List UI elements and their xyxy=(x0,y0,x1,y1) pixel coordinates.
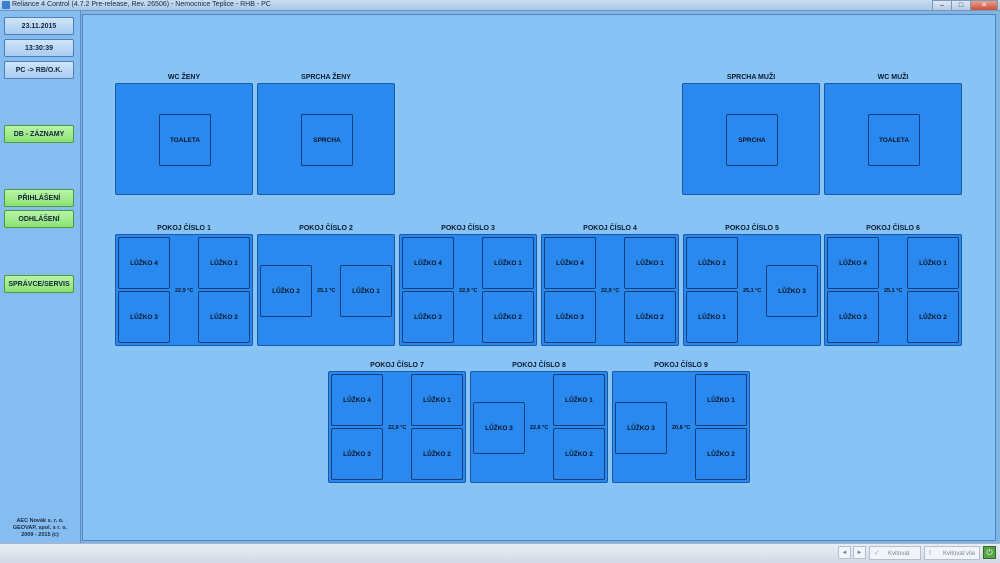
room-title: POKOJ ČÍSLO 8 xyxy=(512,362,566,369)
bed-tile[interactable]: LŮŽKO 2 xyxy=(198,291,250,343)
facility-title: WC MUŽI xyxy=(877,74,909,81)
acknowledge-all-label: Kvitovat vše xyxy=(943,551,976,557)
room-9[interactable]: LŮŽKO 3 LŮŽKO 1 LŮŽKO 2 20,8 °C xyxy=(612,371,750,483)
temperature-readout: 25,1 °C xyxy=(743,288,762,294)
bed-tile[interactable]: LŮŽKO 2 xyxy=(482,291,534,343)
room-title: POKOJ ČÍSLO 1 xyxy=(157,225,211,232)
toilet-tile[interactable]: TOALETA xyxy=(159,114,211,166)
minimize-button[interactable]: – xyxy=(932,0,952,11)
bed-tile[interactable]: LŮŽKO 2 xyxy=(624,291,676,343)
logout-button[interactable]: ODHLÁŠENÍ xyxy=(4,210,74,228)
bed-tile[interactable]: LŮŽKO 4 xyxy=(118,237,170,289)
acknowledge-label: Kvitovat xyxy=(888,551,910,557)
connection-status: PC -> RB/O.K. xyxy=(4,61,74,79)
alarm-icon: ! xyxy=(929,550,931,557)
bed-tile[interactable]: LŮŽKO 1 xyxy=(695,374,747,426)
room-title: POKOJ ČÍSLO 2 xyxy=(299,225,353,232)
bed-tile[interactable]: LŮŽKO 3 xyxy=(473,402,525,454)
bed-tile[interactable]: LŮŽKO 3 xyxy=(766,265,818,317)
room-1[interactable]: LŮŽKO 4 LŮŽKO 1 LŮŽKO 3 LŮŽKO 2 22,9 °C xyxy=(115,234,253,346)
temperature-readout: 20,8 °C xyxy=(672,425,691,431)
window-controls: – □ ✕ xyxy=(932,0,998,11)
checkmark-icon: ✓ xyxy=(874,550,880,557)
facility-title: SPRCHA MUŽI xyxy=(726,74,776,81)
facility-title: SPRCHA ŽENY xyxy=(301,74,351,81)
bed-tile[interactable]: LŮŽKO 3 xyxy=(615,402,667,454)
temperature-readout: 25,1 °C xyxy=(884,288,903,294)
room-8[interactable]: LŮŽKO 3 LŮŽKO 1 LŮŽKO 2 22,6 °C xyxy=(470,371,608,483)
facility-wc-men[interactable]: TOALETA xyxy=(824,83,962,195)
db-records-button[interactable]: DB - ZÁZNAMY xyxy=(4,125,74,143)
temperature-readout: 22,9 °C xyxy=(388,425,407,431)
bed-tile[interactable]: LŮŽKO 1 xyxy=(907,237,959,289)
footer-copyright: 2009 - 2015 (c) xyxy=(21,532,59,538)
room-title: POKOJ ČÍSLO 9 xyxy=(654,362,708,369)
window-title: Reliance 4 Control (4.7.2 Pre-release, R… xyxy=(12,1,271,8)
room-6[interactable]: LŮŽKO 4 LŮŽKO 1 LŮŽKO 3 LŮŽKO 2 25,1 °C xyxy=(824,234,962,346)
bed-tile[interactable]: LŮŽKO 3 xyxy=(402,291,454,343)
temperature-readout: 25,1 °C xyxy=(317,288,336,294)
room-title: POKOJ ČÍSLO 3 xyxy=(441,225,495,232)
room-title: POKOJ ČÍSLO 6 xyxy=(866,225,920,232)
facility-shower-men[interactable]: SPRCHA xyxy=(682,83,820,195)
status-bar: ◄ ► ✓ Kvitovat ! Kvitovat vše ⏻ xyxy=(0,543,1000,563)
room-3[interactable]: LŮŽKO 4 LŮŽKO 1 LŮŽKO 3 LŮŽKO 2 22,9 °C xyxy=(399,234,537,346)
acknowledge-all-button[interactable]: ! Kvitovat vše xyxy=(924,546,980,560)
room-title: POKOJ ČÍSLO 5 xyxy=(725,225,779,232)
title-bar: Reliance 4 Control (4.7.2 Pre-release, R… xyxy=(0,0,1000,11)
close-button[interactable]: ✕ xyxy=(970,0,998,11)
bed-tile[interactable]: LŮŽKO 1 xyxy=(482,237,534,289)
bed-tile[interactable]: LŮŽKO 4 xyxy=(331,374,383,426)
bed-tile[interactable]: LŮŽKO 3 xyxy=(118,291,170,343)
room-title: POKOJ ČÍSLO 7 xyxy=(370,362,424,369)
footer-company-1: AEC Novák s. r. o. xyxy=(16,518,64,524)
bed-tile[interactable]: LŮŽKO 3 xyxy=(827,291,879,343)
bed-tile[interactable]: LŮŽKO 4 xyxy=(402,237,454,289)
facility-title: WC ŽENY xyxy=(167,74,201,81)
temperature-readout: 22,9 °C xyxy=(175,288,194,294)
floor-plan: WC ŽENY TOALETA SPRCHA ŽENY SPRCHA SPRCH… xyxy=(82,14,996,541)
admin-service-button[interactable]: SPRÁVCE/SERVIS xyxy=(4,275,74,293)
maximize-button[interactable]: □ xyxy=(951,0,971,11)
footer-company-2: GEOVAP, spol. s r. o. xyxy=(12,525,68,531)
bed-tile[interactable]: LŮŽKO 1 xyxy=(340,265,392,317)
time-display: 13:30:39 xyxy=(4,39,74,57)
bed-tile[interactable]: LŮŽKO 3 xyxy=(331,428,383,480)
bed-tile[interactable]: LŮŽKO 2 xyxy=(907,291,959,343)
date-display: 23.11.2015 xyxy=(4,17,74,35)
bed-tile[interactable]: LŮŽKO 4 xyxy=(544,237,596,289)
bed-tile[interactable]: LŮŽKO 2 xyxy=(553,428,605,480)
next-alarm-button[interactable]: ► xyxy=(853,546,866,559)
temperature-readout: 22,9 °C xyxy=(601,288,620,294)
bed-tile[interactable]: LŮŽKO 1 xyxy=(553,374,605,426)
bed-tile[interactable]: LŮŽKO 2 xyxy=(260,265,312,317)
bed-tile[interactable]: LŮŽKO 4 xyxy=(827,237,879,289)
sidebar: 23.11.2015 13:30:39 PC -> RB/O.K. DB - Z… xyxy=(0,11,81,543)
app-icon xyxy=(2,1,10,9)
room-2[interactable]: LŮŽKO 2 LŮŽKO 1 25,1 °C xyxy=(257,234,395,346)
shower-tile[interactable]: SPRCHA xyxy=(726,114,778,166)
room-4[interactable]: LŮŽKO 4 LŮŽKO 1 LŮŽKO 3 LŮŽKO 2 22,9 °C xyxy=(541,234,679,346)
bed-tile[interactable]: LŮŽKO 1 xyxy=(624,237,676,289)
room-7[interactable]: LŮŽKO 4 LŮŽKO 1 LŮŽKO 3 LŮŽKO 2 22,9 °C xyxy=(328,371,466,483)
temperature-readout: 22,6 °C xyxy=(530,425,549,431)
bed-tile[interactable]: LŮŽKO 1 xyxy=(686,291,738,343)
toilet-tile[interactable]: TOALETA xyxy=(868,114,920,166)
bed-tile[interactable]: LŮŽKO 2 xyxy=(411,428,463,480)
prev-alarm-button[interactable]: ◄ xyxy=(838,546,851,559)
exit-icon[interactable]: ⏻ xyxy=(983,546,996,559)
room-title: POKOJ ČÍSLO 4 xyxy=(583,225,637,232)
room-5[interactable]: LŮŽKO 2 LŮŽKO 3 LŮŽKO 1 25,1 °C xyxy=(683,234,821,346)
bed-tile[interactable]: LŮŽKO 2 xyxy=(695,428,747,480)
bed-tile[interactable]: LŮŽKO 1 xyxy=(198,237,250,289)
facility-shower-women[interactable]: SPRCHA xyxy=(257,83,395,195)
bed-tile[interactable]: LŮŽKO 1 xyxy=(411,374,463,426)
acknowledge-button[interactable]: ✓ Kvitovat xyxy=(869,546,921,560)
facility-wc-women[interactable]: TOALETA xyxy=(115,83,253,195)
bed-tile[interactable]: LŮŽKO 3 xyxy=(544,291,596,343)
shower-tile[interactable]: SPRCHA xyxy=(301,114,353,166)
temperature-readout: 22,9 °C xyxy=(459,288,478,294)
bed-tile[interactable]: LŮŽKO 2 xyxy=(686,237,738,289)
login-button[interactable]: PŘIHLÁŠENÍ xyxy=(4,189,74,207)
